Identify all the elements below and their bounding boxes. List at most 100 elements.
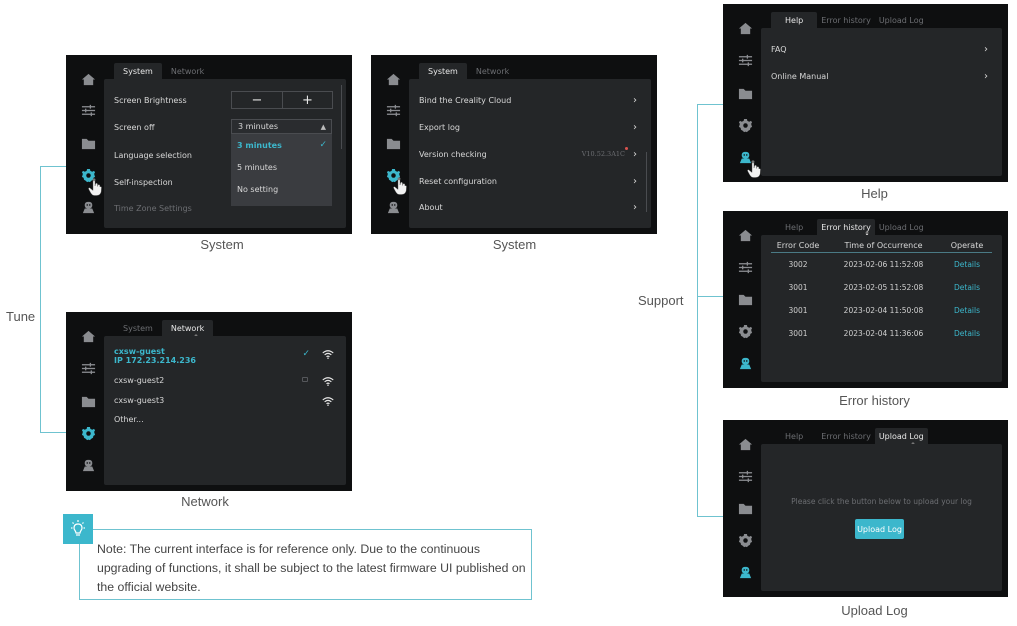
support-robot-icon[interactable] <box>737 355 753 371</box>
sidebar <box>723 211 761 388</box>
details-link[interactable]: Details <box>953 283 980 292</box>
network-item-other[interactable]: Other... <box>114 415 336 424</box>
tab-network[interactable]: Network <box>170 67 205 76</box>
chevron-right-icon: › <box>633 148 637 160</box>
details-link[interactable]: Details <box>953 329 980 338</box>
tab-help[interactable]: Help <box>771 12 818 30</box>
row-self-inspection[interactable]: Self-inspection <box>114 175 336 189</box>
tab-error-history[interactable]: Error history <box>821 432 871 441</box>
support-robot-icon[interactable] <box>385 199 401 215</box>
brightness-increase-button[interactable]: + <box>282 92 332 108</box>
row-time-zone-settings[interactable]: Time Zone Settings <box>114 201 336 215</box>
row-about[interactable]: About› <box>419 200 637 214</box>
tab-network[interactable]: Network <box>161 320 214 338</box>
chevron-right-icon: › <box>633 121 637 133</box>
support-robot-icon[interactable] <box>80 199 96 215</box>
scrollbar[interactable] <box>646 152 647 212</box>
table-row: 3001 2023-02-05 11:52:08 Details <box>771 276 992 299</box>
brightness-decrease-button[interactable]: − <box>251 92 263 108</box>
settings-panel: Bind the Creality Cloud› Export log› Ver… <box>409 79 651 228</box>
caption-system-1: System <box>200 237 244 252</box>
caption-upload-log: Upload Log <box>841 603 908 618</box>
col-operate: Operate <box>950 240 984 250</box>
row-label: Screen off <box>114 122 155 132</box>
gear-icon[interactable] <box>737 117 753 133</box>
group-label-support: Support <box>638 293 684 308</box>
network-item[interactable]: cxsw-guest3 <box>114 396 336 405</box>
row-language-selection[interactable]: Language selection <box>114 148 336 162</box>
tab-upload-log[interactable]: Upload Log <box>878 223 924 232</box>
home-icon[interactable] <box>80 328 96 344</box>
details-link[interactable]: Details <box>953 260 980 269</box>
tune-sliders-icon[interactable] <box>737 468 753 484</box>
dropdown-current-value[interactable]: 3 minutes ▲ <box>231 119 332 134</box>
support-robot-icon[interactable] <box>80 457 96 473</box>
tab-error-history[interactable]: Error history <box>817 219 875 237</box>
dropdown-option-3-minutes[interactable]: 3 minutes ✓ <box>231 134 332 156</box>
home-icon[interactable] <box>737 227 753 243</box>
row-screen-brightness: Screen Brightness <box>114 93 336 107</box>
update-badge <box>625 147 628 150</box>
support-robot-icon[interactable] <box>737 564 753 580</box>
tune-sliders-icon[interactable] <box>80 360 96 376</box>
tab-bar: System Network <box>419 63 518 81</box>
dropdown-value: 3 minutes <box>238 122 279 131</box>
gear-icon[interactable] <box>80 425 96 441</box>
option-label: 5 minutes <box>237 162 278 172</box>
gear-icon[interactable] <box>737 323 753 339</box>
note-text: Note: The current interface is for refer… <box>97 542 526 594</box>
details-link[interactable]: Details <box>953 306 980 315</box>
screen-upload-log: Help Error history Upload Log Please cli… <box>723 420 1008 597</box>
sidebar <box>723 4 761 182</box>
row-faq[interactable]: FAQ› <box>771 42 988 56</box>
wifi-icon <box>322 350 334 359</box>
scrollbar[interactable] <box>341 85 342 149</box>
folder-icon[interactable] <box>737 85 753 101</box>
upload-log-button[interactable]: Upload Log <box>855 519 904 539</box>
row-bind-creality-cloud[interactable]: Bind the Creality Cloud› <box>419 93 637 107</box>
tab-help[interactable]: Help <box>785 432 804 441</box>
folder-icon[interactable] <box>737 500 753 516</box>
tune-sliders-icon[interactable] <box>385 102 401 118</box>
tune-sliders-icon[interactable] <box>80 102 96 118</box>
folder-icon[interactable] <box>737 291 753 307</box>
lock-icon <box>302 377 308 382</box>
tab-bar: Help Error history Upload Log <box>771 219 928 237</box>
tab-system[interactable]: System <box>123 324 153 333</box>
tune-sliders-icon[interactable] <box>737 52 753 68</box>
gear-icon[interactable] <box>737 532 753 548</box>
tab-upload-log[interactable]: Upload Log <box>878 16 924 25</box>
table-row: 3001 2023-02-04 11:50:08 Details <box>771 299 992 322</box>
tab-system[interactable]: System <box>419 63 467 81</box>
tab-system[interactable]: System <box>114 63 162 81</box>
row-export-log[interactable]: Export log› <box>419 120 637 134</box>
row-online-manual[interactable]: Online Manual› <box>771 69 988 83</box>
home-icon[interactable] <box>80 71 96 87</box>
network-ip: IP 172.23.214.236 <box>114 356 196 365</box>
dropdown-option-no-setting[interactable]: No setting <box>231 178 332 200</box>
tab-help[interactable]: Help <box>785 223 804 232</box>
home-icon[interactable] <box>385 71 401 87</box>
screen-off-dropdown[interactable]: 3 minutes ▲ 3 minutes ✓ 5 minutes No set… <box>231 119 332 206</box>
tune-sliders-icon[interactable] <box>737 259 753 275</box>
row-version-checking[interactable]: Version checking V10.52.3A1C › <box>419 147 637 161</box>
tab-error-history[interactable]: Error history <box>821 16 871 25</box>
network-item[interactable]: cxsw-guest2 <box>114 376 336 385</box>
folder-icon[interactable] <box>385 135 401 151</box>
chevron-right-icon: › <box>633 175 637 187</box>
folder-icon[interactable] <box>80 393 96 409</box>
dropdown-option-5-minutes[interactable]: 5 minutes <box>231 156 332 178</box>
error-time: 2023-02-04 11:36:06 <box>843 329 924 338</box>
caret-up-icon: ▲ <box>320 122 326 131</box>
table-row: 3002 2023-02-06 11:52:08 Details <box>771 253 992 276</box>
row-label: About <box>419 202 443 212</box>
home-icon[interactable] <box>737 436 753 452</box>
row-reset-configuration[interactable]: Reset configuration› <box>419 174 637 188</box>
error-time: 2023-02-06 11:52:08 <box>843 260 924 269</box>
tab-network[interactable]: Network <box>475 67 510 76</box>
home-icon[interactable] <box>737 20 753 36</box>
tab-upload-log[interactable]: Upload Log <box>874 428 928 446</box>
network-item-connected[interactable]: cxsw-guest IP 172.23.214.236 ✓ <box>114 347 336 365</box>
folder-icon[interactable] <box>80 135 96 151</box>
check-icon: ✓ <box>302 349 310 359</box>
